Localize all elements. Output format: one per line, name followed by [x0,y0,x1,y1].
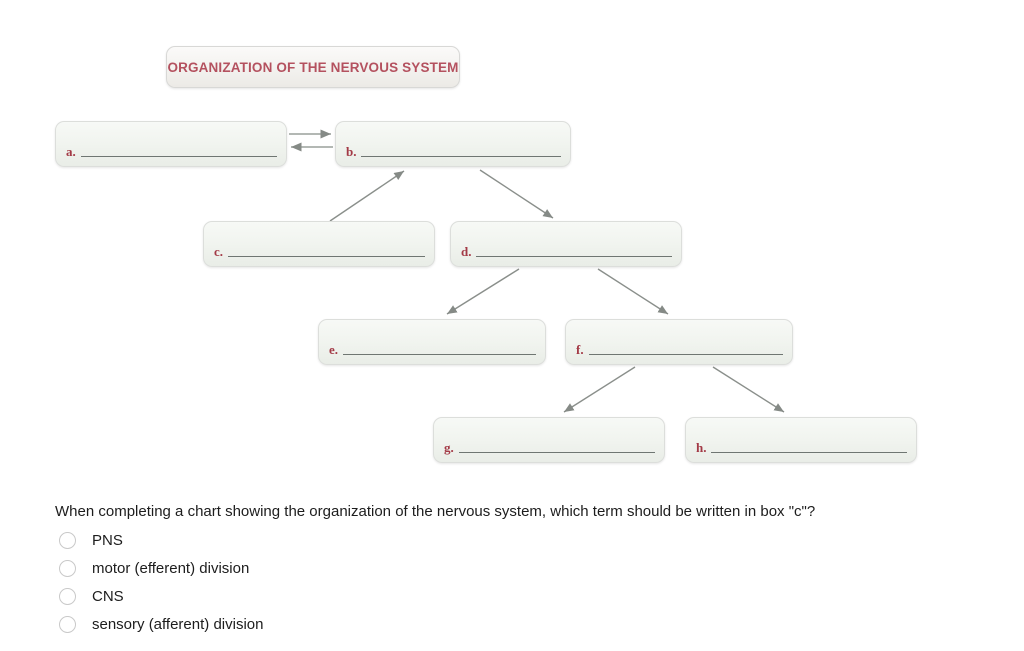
answer-box-a-letter: a. [66,144,76,159]
answer-box-h-content: h. [696,441,907,455]
answer-box-c[interactable]: c. [203,221,435,267]
answer-box-e-writeline[interactable] [343,354,536,355]
answer-box-e-letter: e. [329,342,339,357]
radio-button-icon[interactable] [59,531,76,549]
connector-c-to-b [329,170,405,222]
connector-d-to-f [597,268,669,315]
answer-box-d[interactable]: d. [450,221,682,267]
answer-box-b-letter: b. [346,144,357,159]
answer-box-g-letter: g. [444,440,454,455]
answer-box-c-letter: c. [214,244,224,259]
answer-box-f[interactable]: f. [565,319,793,365]
answer-box-h-letter: h. [696,440,707,455]
answer-box-e-content: e. [329,343,536,357]
radio-button-icon[interactable] [59,587,76,605]
diagram-title-text: ORGANIZATION OF THE NERVOUS SYSTEM [167,59,459,75]
connector-f-to-g [563,366,636,413]
answer-box-a-content: a. [66,145,277,159]
answer-box-g-writeline[interactable] [458,452,655,453]
option-row-pns[interactable]: PNS [55,526,995,554]
nervous-system-diagram: ORGANIZATION OF THE NERVOUS SYSTEM a. b.… [55,46,917,463]
option-row-sensory[interactable]: sensory (afferent) division [55,610,995,638]
answer-box-b-content: b. [346,145,561,159]
answer-box-c-content: c. [214,245,425,259]
question-block: When completing a chart showing the orga… [55,502,995,638]
answer-box-f-content: f. [576,343,783,357]
answer-box-g[interactable]: g. [433,417,665,463]
option-row-cns[interactable]: CNS [55,582,995,610]
connector-f-to-h [712,366,785,413]
answer-box-h-writeline[interactable] [711,452,907,453]
radio-button-icon[interactable] [59,559,76,577]
option-label-cns: CNS [92,587,124,605]
option-label-pns: PNS [92,531,123,549]
answer-box-g-content: g. [444,441,655,455]
diagram-title-box: ORGANIZATION OF THE NERVOUS SYSTEM [166,46,460,88]
answer-box-h[interactable]: h. [685,417,917,463]
radio-button-icon[interactable] [59,615,76,633]
answer-box-d-content: d. [461,245,672,259]
question-text: When completing a chart showing the orga… [55,503,816,520]
connector-d-to-e [446,268,520,315]
answer-box-a-writeline[interactable] [80,156,277,157]
connector-b-to-d [479,169,554,219]
answer-box-b[interactable]: b. [335,121,571,167]
option-label-sensory: sensory (afferent) division [92,615,264,633]
answer-box-e[interactable]: e. [318,319,546,365]
answer-box-d-letter: d. [461,244,472,259]
answer-box-f-letter: f. [576,342,584,357]
answer-box-d-writeline[interactable] [476,256,672,257]
answer-box-f-writeline[interactable] [588,354,783,355]
answer-box-c-writeline[interactable] [228,256,425,257]
answer-box-a[interactable]: a. [55,121,287,167]
answer-box-b-writeline[interactable] [361,156,561,157]
option-row-motor[interactable]: motor (efferent) division [55,554,995,582]
option-label-motor: motor (efferent) division [92,559,250,577]
